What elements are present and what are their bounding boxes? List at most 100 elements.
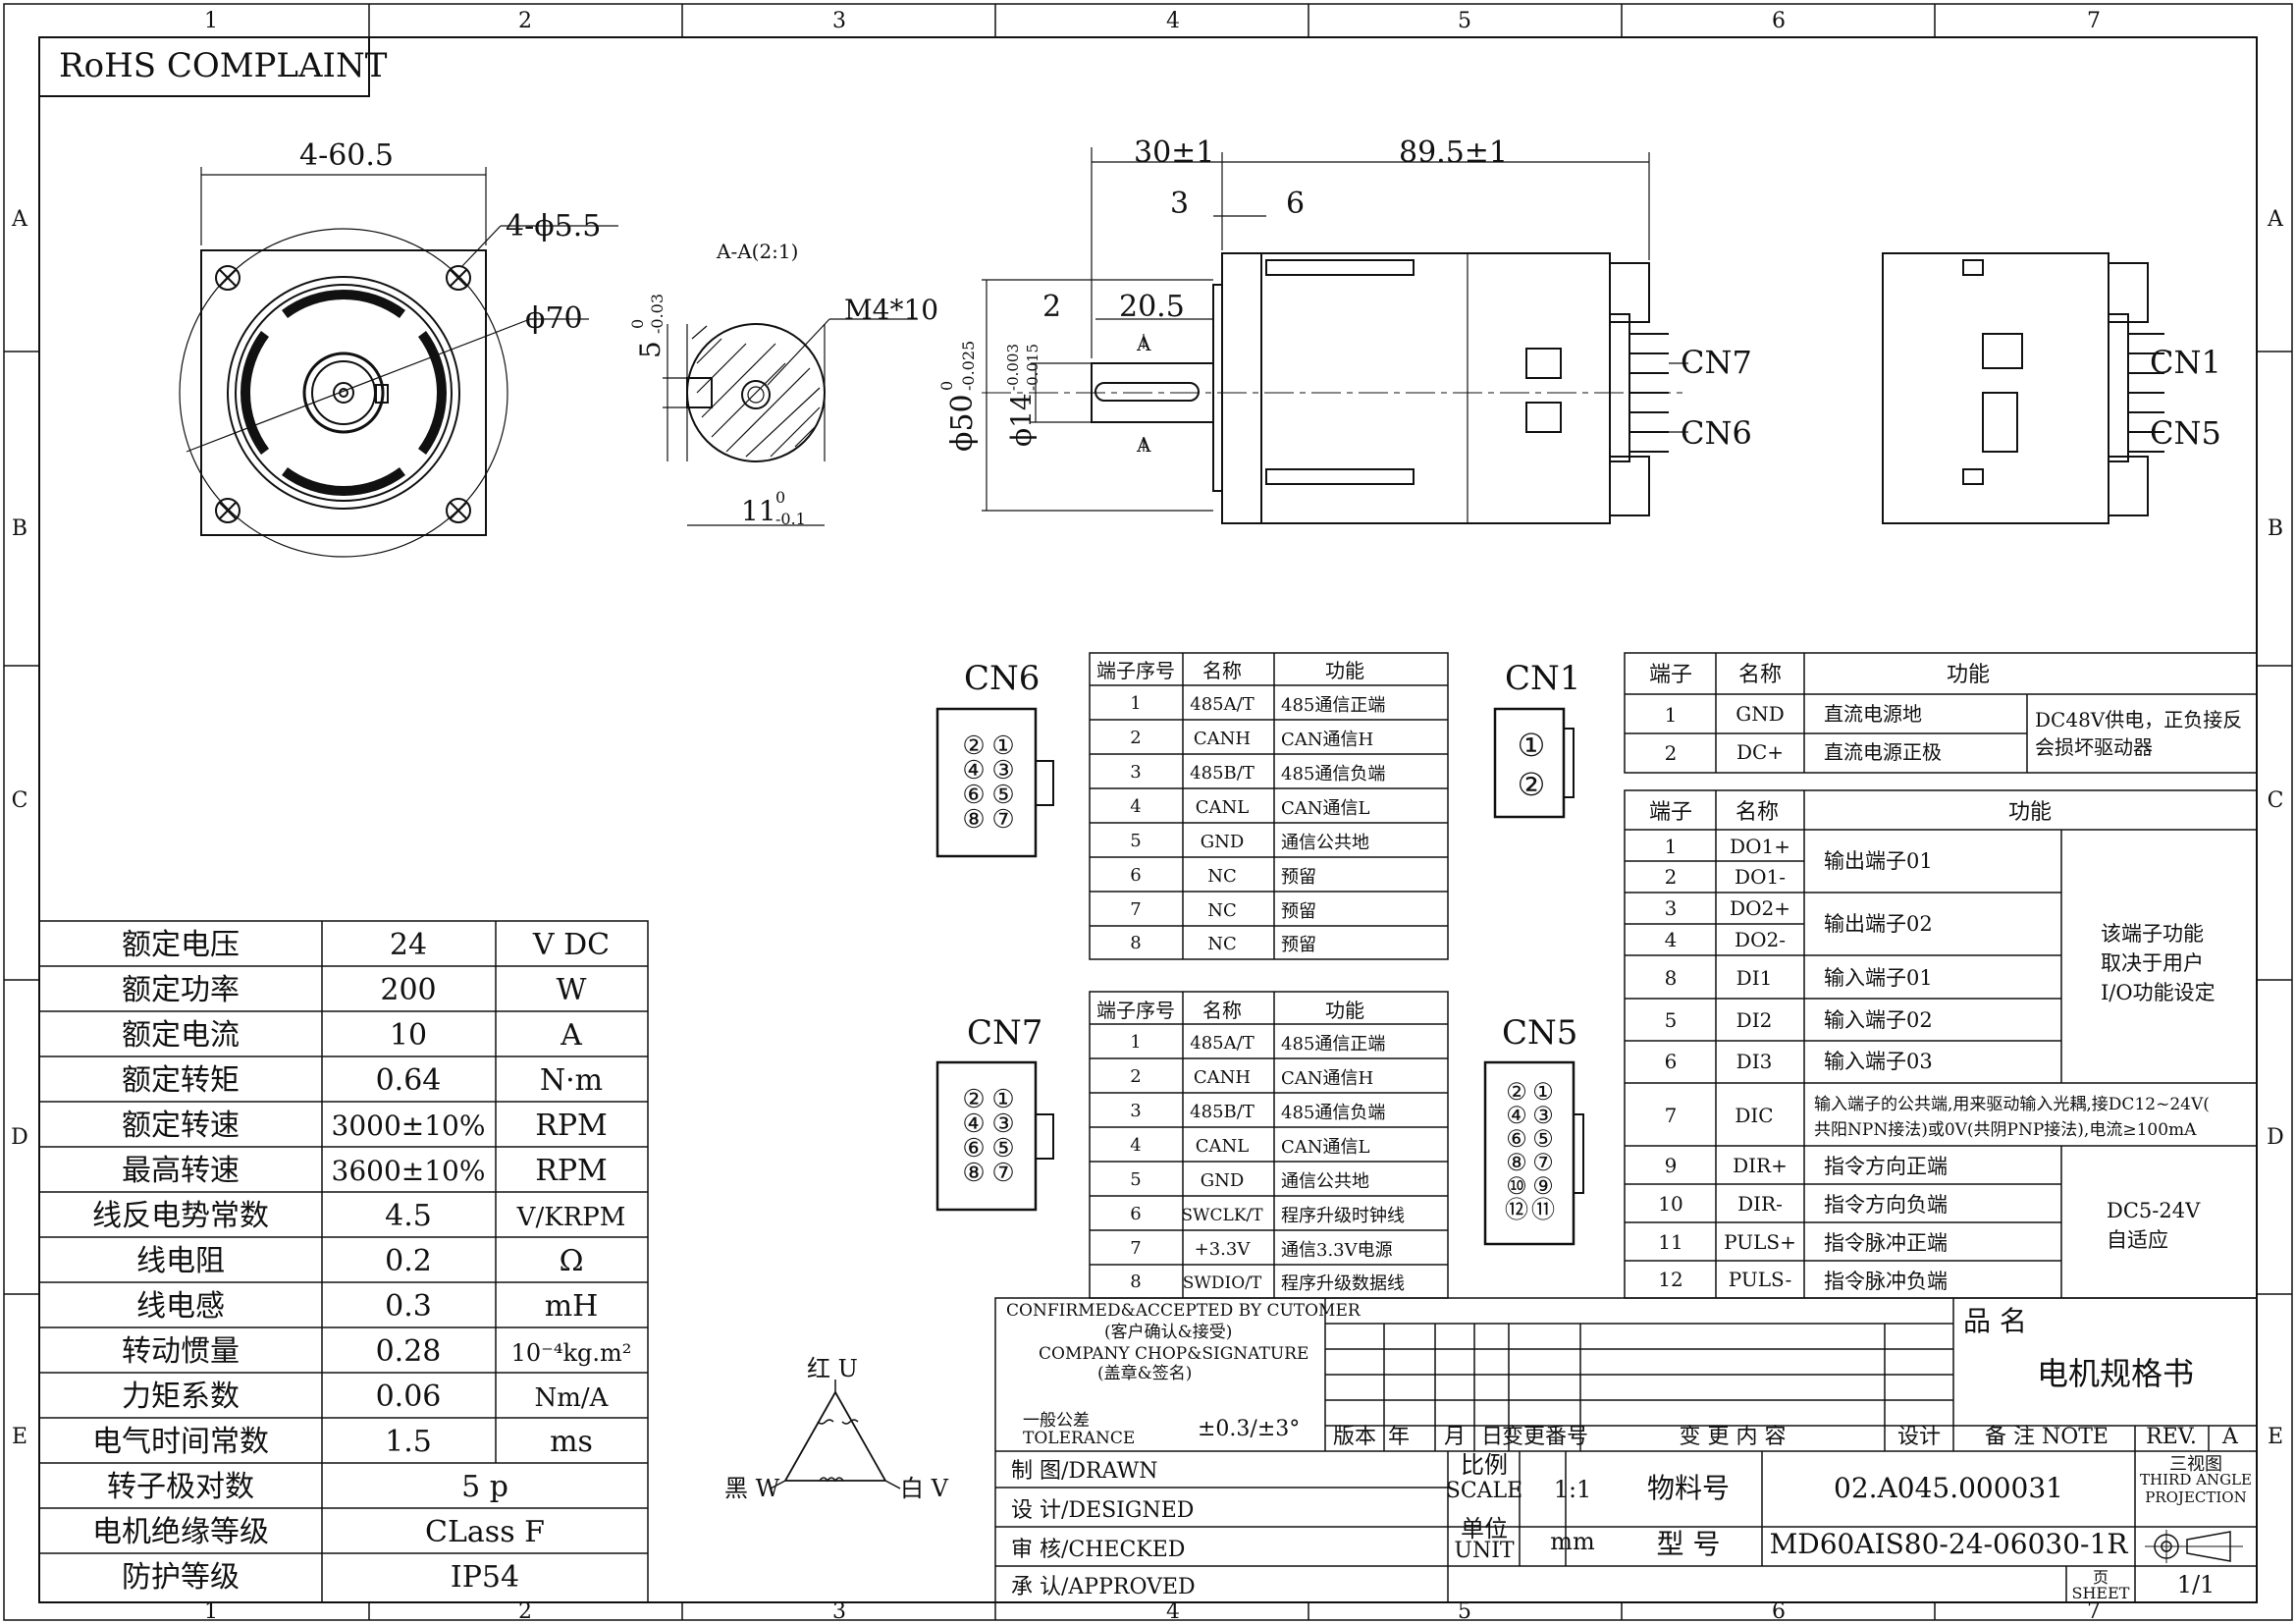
rev-col-version: 版本 — [1333, 1425, 1376, 1449]
scale-cn: 比例 — [1461, 1451, 1508, 1479]
table-row: 2 CANH CAN通信H — [1130, 728, 1373, 750]
svg-text:mH: mH — [545, 1289, 599, 1324]
winding-red-u: 红 U — [807, 1355, 858, 1382]
svg-text:485通信正端: 485通信正端 — [1281, 695, 1385, 716]
cn5-pin-10: ⑩ — [1506, 1172, 1527, 1200]
section-mark-bottom: A — [1136, 433, 1151, 457]
rear-conn-cn5: CN5 — [2150, 414, 2221, 452]
drawn-label: 制 图/DRAWN — [1011, 1459, 1157, 1484]
svg-text:+3.3V: +3.3V — [1195, 1239, 1252, 1260]
svg-text:1: 1 — [1130, 693, 1141, 714]
connector-cn7: CN7 ② ① ④ ③ ⑥ ⑤ ⑧ ⑦ — [935, 1013, 1054, 1212]
projection-symbol-icon — [2145, 1530, 2243, 1563]
svg-text:V DC: V DC — [532, 928, 610, 962]
grid-col-2: 2 — [518, 9, 532, 33]
svg-text:预留: 预留 — [1281, 901, 1316, 922]
svg-text:4: 4 — [1130, 1135, 1141, 1156]
svg-text:CANH: CANH — [1194, 1067, 1251, 1088]
cn5-pin-9: ⑨ — [1532, 1172, 1554, 1200]
grid-row-a-right: A — [2267, 207, 2284, 232]
cn6-pin-6: ⑥ — [962, 781, 985, 810]
tolerance-value: ±0.3/±3° — [1198, 1417, 1300, 1441]
cn7-pin-1: ① — [991, 1085, 1014, 1114]
dim-step: 6 — [1286, 187, 1305, 221]
svg-text:485通信负端: 485通信负端 — [1281, 1103, 1385, 1123]
svg-text:GND: GND — [1201, 832, 1245, 852]
grid-row-d: D — [11, 1125, 28, 1150]
svg-text:11: 11 — [1658, 1230, 1682, 1254]
rev-col-month: 月 — [1444, 1425, 1466, 1449]
grid-col-1: 1 — [204, 9, 218, 33]
svg-text:Ω: Ω — [560, 1244, 584, 1278]
rev-value: A — [2221, 1425, 2239, 1449]
svg-text:1: 1 — [1665, 835, 1678, 858]
grid-col-3: 3 — [832, 9, 846, 33]
svg-text:IP54: IP54 — [451, 1560, 519, 1595]
section-view: A-A(2:1) 5 0 -0.03 M4*10 11 0 -0.1 — [628, 240, 938, 528]
cn5-func-puls-pos: 指令脉冲正端 — [1824, 1231, 1948, 1255]
dim-pilot-diameter: ϕ70 — [525, 301, 583, 336]
svg-text:DI1: DI1 — [1736, 966, 1773, 990]
svg-text:CANH: CANH — [1194, 729, 1251, 749]
svg-text:2: 2 — [1665, 865, 1678, 889]
svg-text:CAN通信H: CAN通信H — [1281, 730, 1373, 750]
svg-text:6: 6 — [1665, 1050, 1678, 1073]
grid-col-5: 5 — [1458, 9, 1471, 33]
cn5-note-user-3: I/O功能设定 — [2101, 981, 2216, 1004]
product-name-label: 品 名 — [1963, 1305, 2027, 1337]
dim-pilot-50-tol-low: -0.025 — [959, 341, 978, 391]
svg-text:DI3: DI3 — [1736, 1050, 1773, 1073]
rev-col-year: 年 — [1388, 1425, 1410, 1449]
svg-text:A: A — [560, 1018, 582, 1053]
svg-text:线电阻: 线电阻 — [136, 1244, 225, 1278]
dim-key-length: 20.5 — [1119, 290, 1185, 324]
cn1-label: CN1 — [1505, 659, 1580, 698]
svg-text:4: 4 — [1665, 928, 1678, 951]
chop-cn: (盖章&签名) — [1097, 1364, 1192, 1383]
svg-text:6: 6 — [1130, 1204, 1141, 1224]
svg-text:CLass F: CLass F — [425, 1515, 545, 1549]
winding-diagram: 红 U 黑 W 白 V — [724, 1355, 949, 1502]
dim-mount-holes: 4-ϕ5.5 — [506, 209, 601, 244]
cn5-func-in2: 输入端子02 — [1824, 1008, 1933, 1032]
svg-text:SWCLK/T: SWCLK/T — [1181, 1206, 1263, 1225]
svg-text:直流电源地: 直流电源地 — [1824, 702, 1922, 726]
tolerance-en: TOLERANCE — [1023, 1429, 1135, 1448]
grid-col-6: 6 — [1772, 9, 1786, 33]
dim-pilot-50: ϕ50 — [945, 394, 980, 452]
chop-en: COMPANY CHOP&SIGNATURE — [1039, 1344, 1308, 1364]
cn7-label: CN7 — [967, 1013, 1042, 1053]
grid-row-b: B — [12, 516, 27, 541]
cn5-pin-4: ④ — [1506, 1102, 1527, 1129]
material-label: 物料号 — [1647, 1472, 1730, 1504]
projection-en-1: THIRD ANGLE — [2140, 1471, 2252, 1489]
grid-row-e: E — [12, 1425, 27, 1449]
svg-text:1: 1 — [1665, 703, 1678, 727]
dim-key-width-tol-low: -0.03 — [648, 294, 667, 334]
svg-text:N·m: N·m — [540, 1063, 603, 1098]
grid-row-b-right: B — [2268, 516, 2283, 541]
cn5-pin-3: ③ — [1532, 1102, 1554, 1129]
cn5-header-name: 名称 — [1735, 800, 1779, 825]
svg-text:2: 2 — [1130, 728, 1141, 748]
cn6-pin-3: ③ — [991, 756, 1014, 785]
svg-text:2: 2 — [1665, 741, 1678, 765]
svg-text:0.2: 0.2 — [385, 1244, 432, 1278]
svg-text:RPM: RPM — [535, 1109, 608, 1143]
grid-col-2-bottom: 2 — [518, 1599, 532, 1624]
grid-row-d-right: D — [2267, 1125, 2284, 1150]
cn5-func-dir-neg: 指令方向负端 — [1824, 1193, 1948, 1217]
